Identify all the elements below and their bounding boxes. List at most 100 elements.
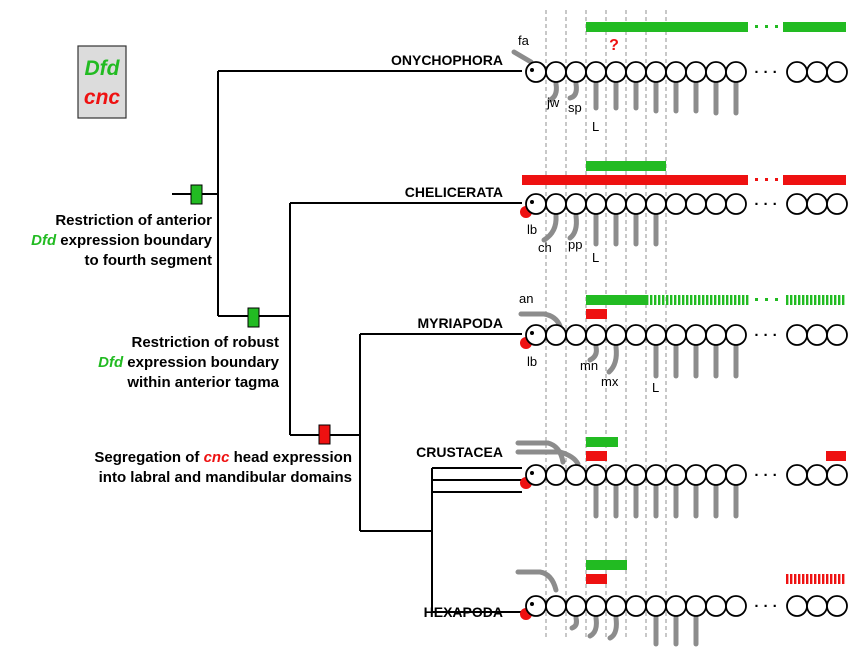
segment: [705, 324, 727, 346]
appendage-sp: [567, 81, 579, 101]
dfd-bar-dots: [765, 25, 768, 28]
dfd-bar-myriapoda-tail: [790, 295, 793, 305]
cnc-bar-hexapoda-tail: [802, 574, 805, 584]
segment: [665, 595, 687, 617]
segment-tail: [806, 193, 828, 215]
segment: [705, 61, 727, 83]
appendage-mn: [587, 344, 599, 363]
label-L2: L: [592, 250, 599, 265]
dfd-bar-myriapoda-tail: [842, 295, 845, 305]
segment: [725, 464, 747, 486]
segment: [525, 464, 547, 486]
event2-line1: Restriction of robust: [131, 334, 279, 351]
label-L1: L: [592, 119, 599, 134]
label-lb2: lb: [527, 354, 537, 369]
segment: [725, 324, 747, 346]
appendage-an: [518, 311, 563, 329]
eye-dot: [530, 602, 534, 606]
dfd-bar-myriapoda-tail: [806, 295, 809, 305]
segment-ellipsis: · · ·: [754, 327, 777, 344]
segment: [705, 595, 727, 617]
dfd-bar-dots: [775, 25, 778, 28]
dfd-bar-myriapoda-weak: [706, 295, 709, 305]
segment: [545, 595, 567, 617]
dfd-bar-myriapoda-weak: [654, 295, 657, 305]
segment: [725, 193, 747, 215]
segment: [605, 464, 627, 486]
segment: [625, 324, 647, 346]
dfd-bar-myriapoda-tail: [802, 295, 805, 305]
segment-ellipsis: · · ·: [754, 196, 777, 213]
segment: [625, 193, 647, 215]
segment-rows: · · ·· · ·· · ·· · ·· · ·: [520, 61, 848, 620]
segment: [605, 324, 627, 346]
segment: [525, 324, 547, 346]
segment: [585, 595, 607, 617]
dfd-bar-myriapoda-weak: [702, 295, 705, 305]
appendages: [511, 49, 739, 647]
dfd-bar-myriapoda-tail: [830, 295, 833, 305]
segment-tail: [786, 193, 808, 215]
cnc-bar-hexapoda-tail: [790, 574, 793, 584]
label-jw: jw: [546, 95, 560, 110]
segment: [525, 61, 547, 83]
cnc-bar-dots: [775, 178, 778, 181]
label-mn: mn: [580, 358, 598, 373]
segment: [665, 61, 687, 83]
segment: [705, 464, 727, 486]
taxon-chelicerata: CHELICERATA: [405, 184, 503, 200]
cnc-bar-dots: [755, 178, 758, 181]
event3-line1: Segregation of cnc head expression: [94, 449, 352, 466]
segment: [665, 324, 687, 346]
label-an: an: [519, 291, 533, 306]
label-lb1: lb: [527, 222, 537, 237]
appendage-mn: [569, 615, 579, 631]
segment: [645, 193, 667, 215]
dfd-bar-dots: [765, 298, 768, 301]
segment-tail: [786, 61, 808, 83]
cnc-bar-hexapoda-tail: [794, 574, 797, 584]
cnc-bar-hexapoda-tail: [842, 574, 845, 584]
segment-row: · · ·: [520, 595, 848, 620]
segment: [605, 61, 627, 83]
question-mark: ?: [609, 37, 619, 54]
cnc-bar-hexapoda-tail: [798, 574, 801, 584]
segment: [645, 61, 667, 83]
dfd-bar-myriapoda-weak: [738, 295, 741, 305]
segment-ellipsis: · · ·: [754, 467, 777, 484]
dfd-bar-onychophora: [586, 22, 748, 32]
cnc-bar-myriapoda: [586, 309, 607, 319]
dfd-bar-myriapoda-tail: [794, 295, 797, 305]
dfd-bar-myriapoda-weak: [678, 295, 681, 305]
eye-dot: [530, 471, 534, 475]
dfd-bar-hexapoda: [586, 560, 627, 570]
dfd-bar-dots: [755, 298, 758, 301]
cnc-bar-hexapoda-tail: [838, 574, 841, 584]
segment: [665, 193, 687, 215]
label-fa: fa: [518, 33, 530, 48]
dfd-bar-myriapoda-tail: [822, 295, 825, 305]
cnc-bar-hexapoda-tail: [834, 574, 837, 584]
segment-row: · · ·: [520, 324, 848, 349]
event-marker-dfd-1: [190, 184, 203, 205]
segment-guides: [545, 10, 667, 640]
segment: [725, 595, 747, 617]
segment: [585, 464, 607, 486]
dfd-bar-myriapoda: [586, 295, 646, 305]
dfd-bar-crustacea: [586, 437, 618, 447]
segment: [605, 193, 627, 215]
cnc-bar-hexapoda: [586, 574, 607, 584]
event1-line3: to fourth segment: [85, 252, 213, 269]
taxon-hexapoda: HEXAPODA: [424, 604, 503, 620]
dfd-bar-myriapoda-weak: [662, 295, 665, 305]
segment: [625, 595, 647, 617]
segment-tail: [826, 193, 848, 215]
dfd-bar-myriapoda-tail: [838, 295, 841, 305]
segment: [725, 61, 747, 83]
event3-line2: into labral and mandibular domains: [99, 469, 352, 486]
appendage-an1: [515, 440, 566, 465]
cnc-bar-chelicerata: [522, 175, 748, 185]
event2-line2-rest: expression boundary: [123, 354, 280, 371]
